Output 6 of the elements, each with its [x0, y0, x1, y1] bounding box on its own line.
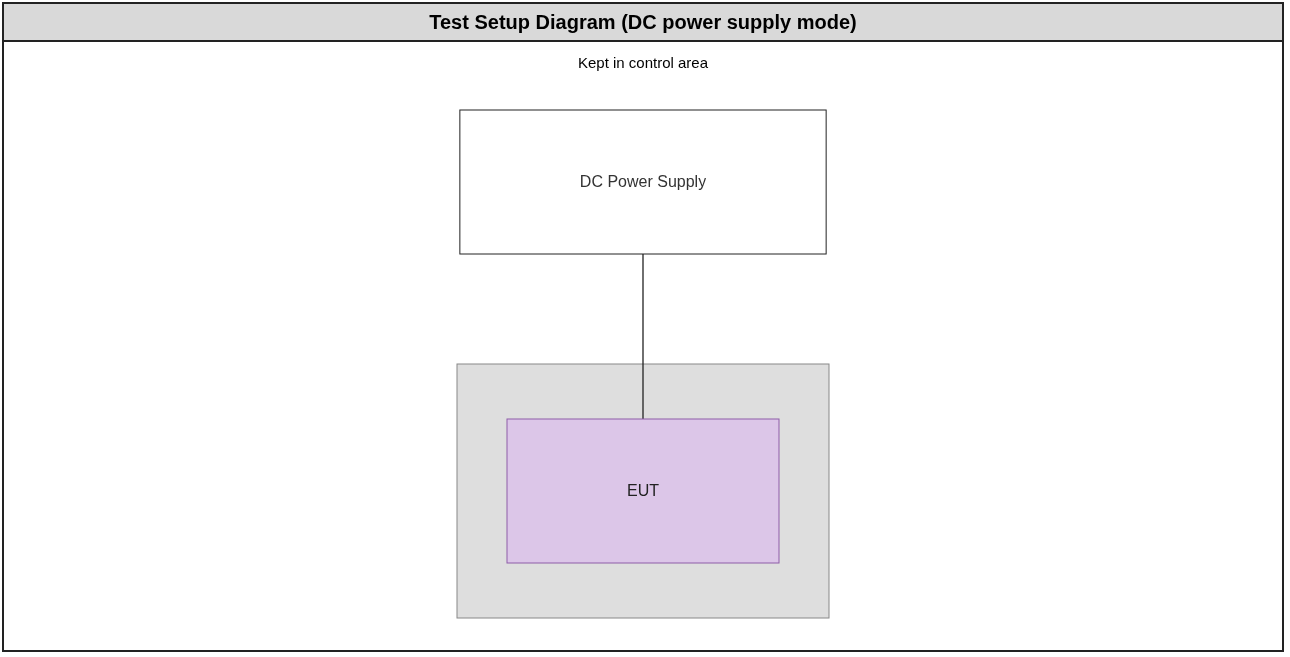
area-label: Kept in control area: [577, 54, 709, 71]
node-box: EUT: [506, 418, 780, 564]
diagram-title: Test Setup Diagram (DC power supply mode): [4, 4, 1282, 42]
cluster: [456, 363, 830, 619]
connector: [642, 253, 644, 420]
node-box: DC Power Supply: [459, 109, 827, 255]
